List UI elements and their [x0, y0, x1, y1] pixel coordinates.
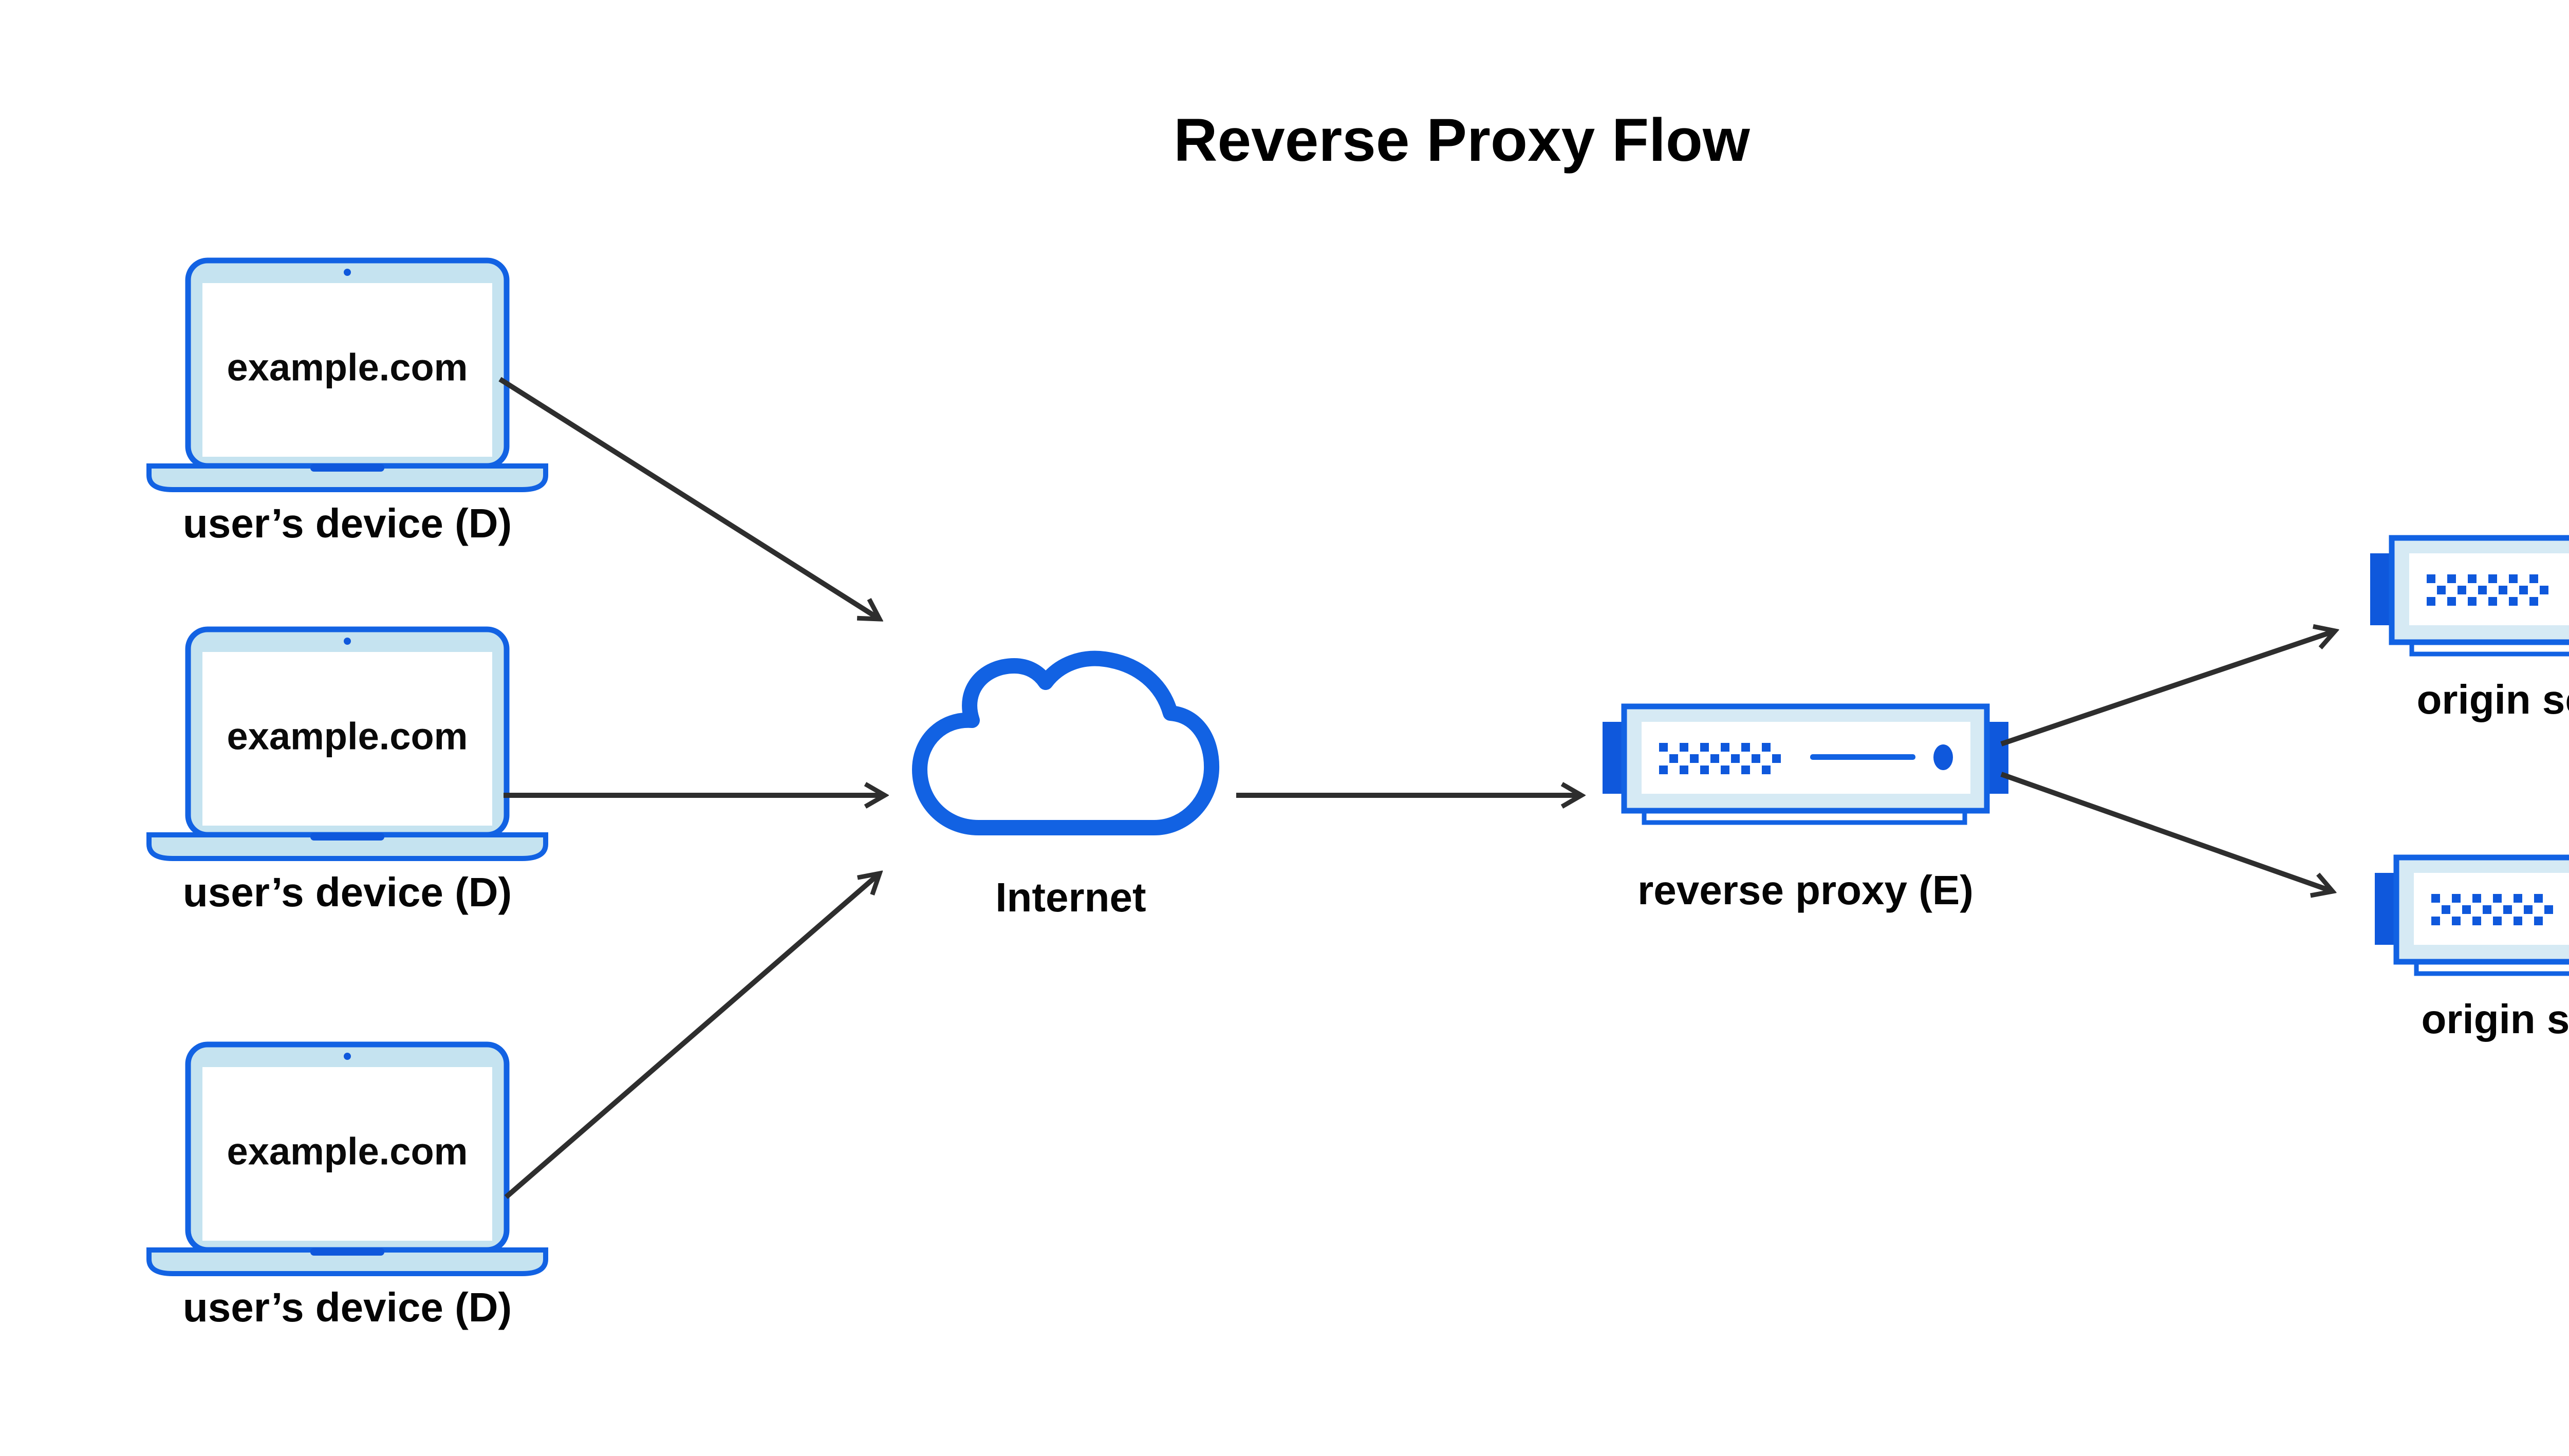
cloud-icon [912, 650, 1220, 835]
device-label: user’s device (D) [182, 869, 512, 915]
device-screen-text: example.com [227, 346, 468, 389]
origin-server-label: origin server (F) [2421, 996, 2569, 1042]
arrow-proxy-to-origin1 [2000, 631, 2335, 746]
arrow-proxy-to-origin2 [2000, 772, 2333, 891]
arrow-device3-to-internet [504, 873, 880, 1199]
device-screen-text: example.com [227, 715, 468, 758]
device-label: user’s device (D) [182, 500, 512, 546]
server-icon [1603, 706, 2008, 823]
device-screen-text: example.com [227, 1130, 468, 1173]
page-title: Reverse Proxy Flow [1174, 106, 1750, 174]
reverse-proxy-label: reverse proxy (E) [1637, 867, 1974, 913]
origin-server-label: origin server (F) [2416, 677, 2569, 722]
server-icon [2375, 857, 2569, 974]
internet-label: Internet [995, 874, 1146, 920]
server-icon [2370, 538, 2569, 654]
device-label: user’s device (D) [182, 1284, 512, 1330]
arrow-device1-to-internet [498, 377, 880, 619]
